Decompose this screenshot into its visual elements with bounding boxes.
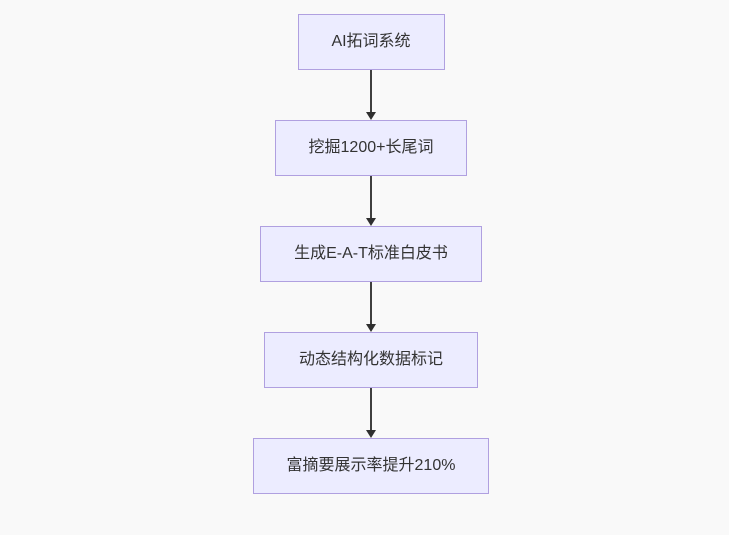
arrow-line — [370, 70, 372, 113]
edge-arrow-4 — [364, 388, 378, 438]
flow-node-label: 动态结构化数据标记 — [298, 351, 443, 368]
flow-node-label: 富摘要展示率提升210% — [286, 457, 456, 474]
edge-arrow-3 — [364, 282, 378, 332]
flowchart: AI拓词系统 挖掘1200+长尾词 生成E-A-T标准白皮书 动态结构化数据标记… — [253, 14, 489, 494]
flow-node-label: AI拓词系统 — [331, 33, 411, 50]
flow-node-dynamic-structured-data-markup: 动态结构化数据标记 — [264, 332, 478, 388]
flow-node-mine-longtail-keywords: 挖掘1200+长尾词 — [275, 120, 467, 176]
edge-arrow-2 — [364, 176, 378, 226]
arrow-down-icon — [366, 218, 376, 226]
arrow-line — [370, 388, 372, 431]
flow-node-generate-eat-whitepaper: 生成E-A-T标准白皮书 — [260, 226, 482, 282]
arrow-down-icon — [366, 324, 376, 332]
arrow-down-icon — [366, 112, 376, 120]
flow-node-rich-snippet-rate-increase: 富摘要展示率提升210% — [253, 438, 489, 494]
arrow-line — [370, 176, 372, 219]
arrow-line — [370, 282, 372, 325]
arrow-down-icon — [366, 430, 376, 438]
flow-node-ai-word-expansion-system: AI拓词系统 — [297, 14, 445, 70]
flow-node-label: 挖掘1200+长尾词 — [308, 139, 434, 156]
flow-node-label: 生成E-A-T标准白皮书 — [294, 245, 448, 262]
edge-arrow-1 — [364, 70, 378, 120]
